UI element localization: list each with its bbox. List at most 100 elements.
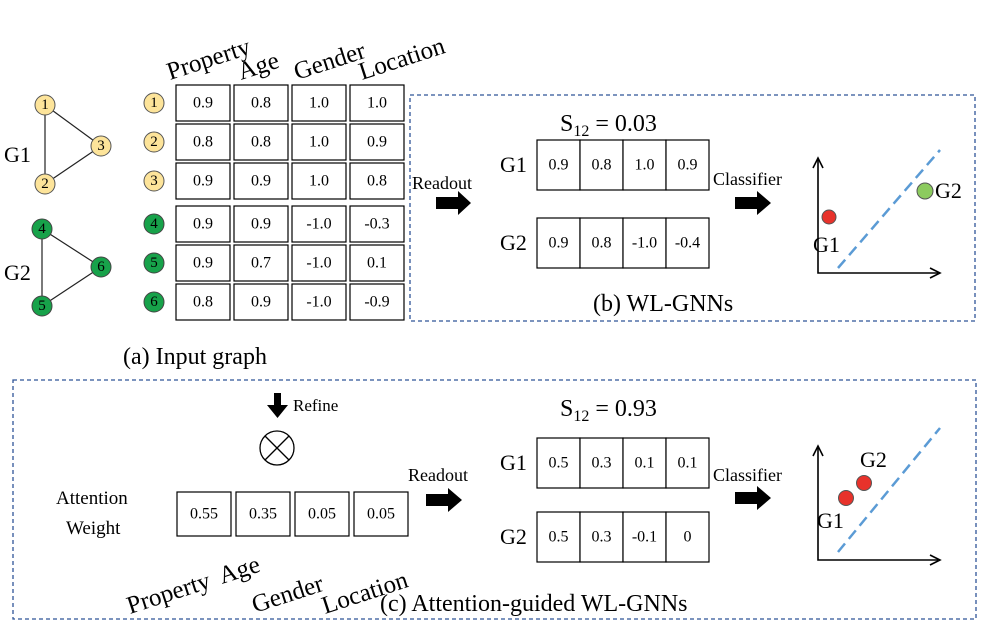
table-cell-value: 0.9 xyxy=(251,294,271,311)
readout-arrow-c xyxy=(426,488,462,512)
weight-value: 0.35 xyxy=(249,506,277,523)
weight-value: 0.05 xyxy=(367,506,395,523)
table-cell xyxy=(291,244,347,282)
node-4-label: 4 xyxy=(38,221,46,237)
embedding-value: -1.0 xyxy=(632,235,657,252)
refine-label: Refine xyxy=(293,396,338,415)
node-5 xyxy=(31,295,53,317)
table-cell-value: 0.9 xyxy=(367,134,387,151)
row-node-label: 3 xyxy=(150,173,158,189)
node-5-label: 5 xyxy=(38,298,46,314)
table-cell xyxy=(175,123,231,161)
table-cell xyxy=(291,283,347,321)
embedding-value: 0.9 xyxy=(549,235,569,252)
embedding-cell xyxy=(665,437,710,489)
row-node-marker xyxy=(143,213,165,235)
table-cell xyxy=(233,205,289,243)
weight-header-property: Property xyxy=(124,567,215,619)
table-cell xyxy=(175,205,231,243)
multiply-icon xyxy=(259,430,295,466)
embedding-value: -0.4 xyxy=(675,235,700,252)
embedding-value: -0.1 xyxy=(632,529,657,546)
classifier-plot-b: G1 G2 xyxy=(812,149,962,279)
table-cell xyxy=(349,162,405,200)
plot-g2-label-c: G2 xyxy=(860,447,887,472)
node-3 xyxy=(90,135,112,157)
row-node-label: 5 xyxy=(150,255,158,271)
table-cell xyxy=(175,283,231,321)
g1-point-c xyxy=(838,490,854,506)
table-cell-value: 1.0 xyxy=(309,134,329,151)
row-node-label: 2 xyxy=(150,134,158,150)
table-cell-value: 0.1 xyxy=(367,255,387,272)
y-arrow-c xyxy=(812,444,824,457)
caption-a: (a) Input graph xyxy=(123,344,267,370)
embedding-value: 0.8 xyxy=(592,235,612,252)
row-node-label: 4 xyxy=(150,216,158,232)
table-cell-value: 0.9 xyxy=(193,216,213,233)
embedding-value: 0.5 xyxy=(549,455,569,472)
table-cell-value: 0.9 xyxy=(193,95,213,112)
attention-label-line2: Weight xyxy=(66,518,121,539)
edge-2-3 xyxy=(44,145,102,185)
embedding-cell xyxy=(665,511,710,563)
classifier-arrow-c xyxy=(735,486,771,510)
weight-header-age: Age xyxy=(216,551,264,590)
node-3-label: 3 xyxy=(97,138,105,154)
g1-label: G1 xyxy=(4,142,31,167)
row-node-label: 6 xyxy=(150,294,158,310)
table-cell-value: 0.8 xyxy=(367,173,387,190)
row-node-label: 1 xyxy=(150,95,158,111)
weight-value: 0.55 xyxy=(190,506,218,523)
node-1 xyxy=(34,94,56,116)
table-cell-value: -1.0 xyxy=(306,255,331,272)
table-cell-value: 1.0 xyxy=(309,95,329,112)
embedding-value: 0 xyxy=(684,529,692,546)
x-arrow-c xyxy=(929,554,942,566)
plot-g1-label-c: G1 xyxy=(817,508,844,533)
table-cell xyxy=(349,205,405,243)
table-cell xyxy=(233,162,289,200)
g1-point-b xyxy=(821,209,837,225)
embedding-cell xyxy=(536,217,581,269)
panel-b-frame xyxy=(409,94,976,322)
embedding-cell xyxy=(579,139,624,191)
node-6-label: 6 xyxy=(97,259,105,275)
decision-boundary-b xyxy=(837,149,941,269)
table-cell xyxy=(291,84,347,122)
embedding-value: 0.1 xyxy=(635,455,655,472)
table-cell xyxy=(291,162,347,200)
table-cell xyxy=(349,123,405,161)
row-node-marker xyxy=(143,291,165,313)
weight-cell xyxy=(353,491,409,537)
embedding-cell xyxy=(622,217,667,269)
x-arrow-b xyxy=(929,267,942,279)
table-cell xyxy=(175,244,231,282)
header-location: Location xyxy=(356,32,449,85)
table-cell xyxy=(349,244,405,282)
g1-vector-label-c: G1 xyxy=(500,450,527,475)
table-cell xyxy=(233,123,289,161)
node-2 xyxy=(34,173,56,195)
plot-g1-label-b: G1 xyxy=(813,232,840,257)
embedding-value: 0.9 xyxy=(549,157,569,174)
embedding-cell xyxy=(579,511,624,563)
g2-embedding-b: 0.9 0.8 -1.0 -0.4 xyxy=(536,217,710,269)
table-cell-value: -1.0 xyxy=(306,216,331,233)
table-cell xyxy=(233,84,289,122)
table-cell xyxy=(233,244,289,282)
embedding-value: 0.3 xyxy=(592,529,612,546)
node-4 xyxy=(31,218,53,240)
classifier-arrow-b xyxy=(735,191,771,215)
table-cell-value: 0.7 xyxy=(251,255,271,272)
table-cell-value: 0.9 xyxy=(193,255,213,272)
row-node-marker xyxy=(143,131,165,153)
weight-cell xyxy=(294,491,350,537)
graph-g2: 4 5 6 G2 xyxy=(4,218,112,317)
table-cell xyxy=(291,123,347,161)
g2-label: G2 xyxy=(4,260,31,285)
